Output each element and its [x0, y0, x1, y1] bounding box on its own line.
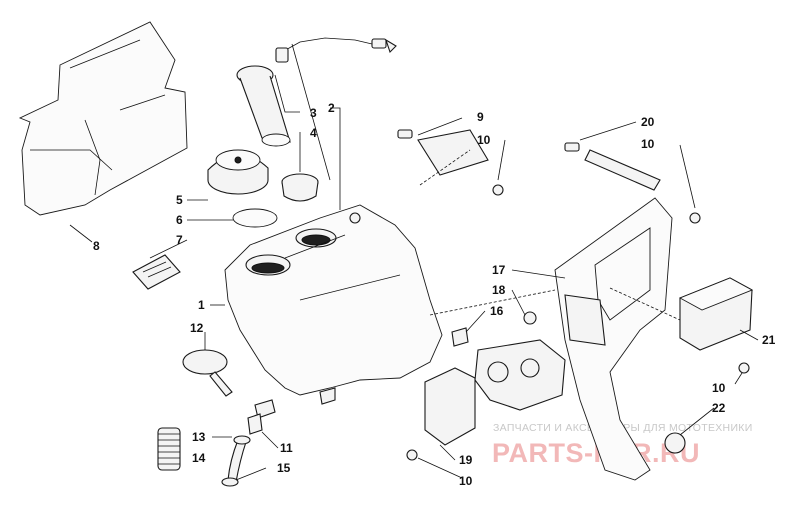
part-11-fuel-fitting [247, 399, 276, 435]
callout-4: 4 [310, 126, 317, 140]
part-18-grommet [523, 311, 537, 325]
part-3-sender-tube [236, 65, 291, 147]
callout-7: 7 [176, 233, 183, 247]
callout-16: 16 [490, 304, 504, 318]
callout-22: 22 [712, 401, 726, 415]
part-10-nuts [406, 184, 750, 461]
callout-15: 15 [277, 461, 291, 475]
part-14-spring [157, 427, 181, 471]
part-7-decal [132, 254, 181, 290]
callout-19: 19 [459, 453, 473, 467]
part-13-fuel-hose [227, 439, 247, 483]
leader-lines [69, 43, 759, 481]
callout-10-a: 10 [477, 133, 491, 147]
callout-8: 8 [93, 239, 100, 253]
part-21-module [678, 277, 754, 351]
part-22-fitting [664, 432, 686, 454]
callout-12: 12 [190, 321, 204, 335]
callout-10-c: 10 [712, 381, 726, 395]
callout-labels: 2 3 4 5 6 7 8 1 12 13 14 11 15 9 10 20 1… [93, 101, 776, 488]
callout-6: 6 [176, 213, 183, 227]
part-8-heat-shield [18, 21, 188, 216]
part-16-label [451, 327, 469, 347]
fuel-pump-assembly [474, 339, 566, 411]
callout-5: 5 [176, 193, 183, 207]
callout-13: 13 [192, 430, 206, 444]
part-12-strap [182, 349, 233, 397]
part-5-fuel-cap [207, 149, 269, 195]
callout-9: 9 [477, 110, 484, 124]
callout-10-d: 10 [459, 474, 473, 488]
part-2-fuel-level-sender [275, 37, 397, 63]
part-6-gasket [232, 208, 278, 228]
part-17-mounting-plate [554, 197, 673, 481]
part-15-hose-clamp [221, 435, 251, 487]
part-9-bracket [397, 129, 489, 176]
part-1-fuel-tank [224, 204, 443, 405]
callout-14: 14 [192, 451, 206, 465]
part-19-cover [424, 367, 476, 446]
callout-18: 18 [492, 283, 506, 297]
callout-17: 17 [492, 263, 506, 277]
callout-20: 20 [641, 115, 655, 129]
callout-3: 3 [310, 106, 317, 120]
part-4-filler-neck [281, 173, 319, 202]
callout-1: 1 [198, 298, 205, 312]
callout-11: 11 [280, 441, 293, 455]
callout-10-b: 10 [641, 137, 655, 151]
part-20-bolt [564, 142, 661, 191]
callout-21: 21 [762, 333, 776, 347]
callout-2: 2 [328, 101, 335, 115]
